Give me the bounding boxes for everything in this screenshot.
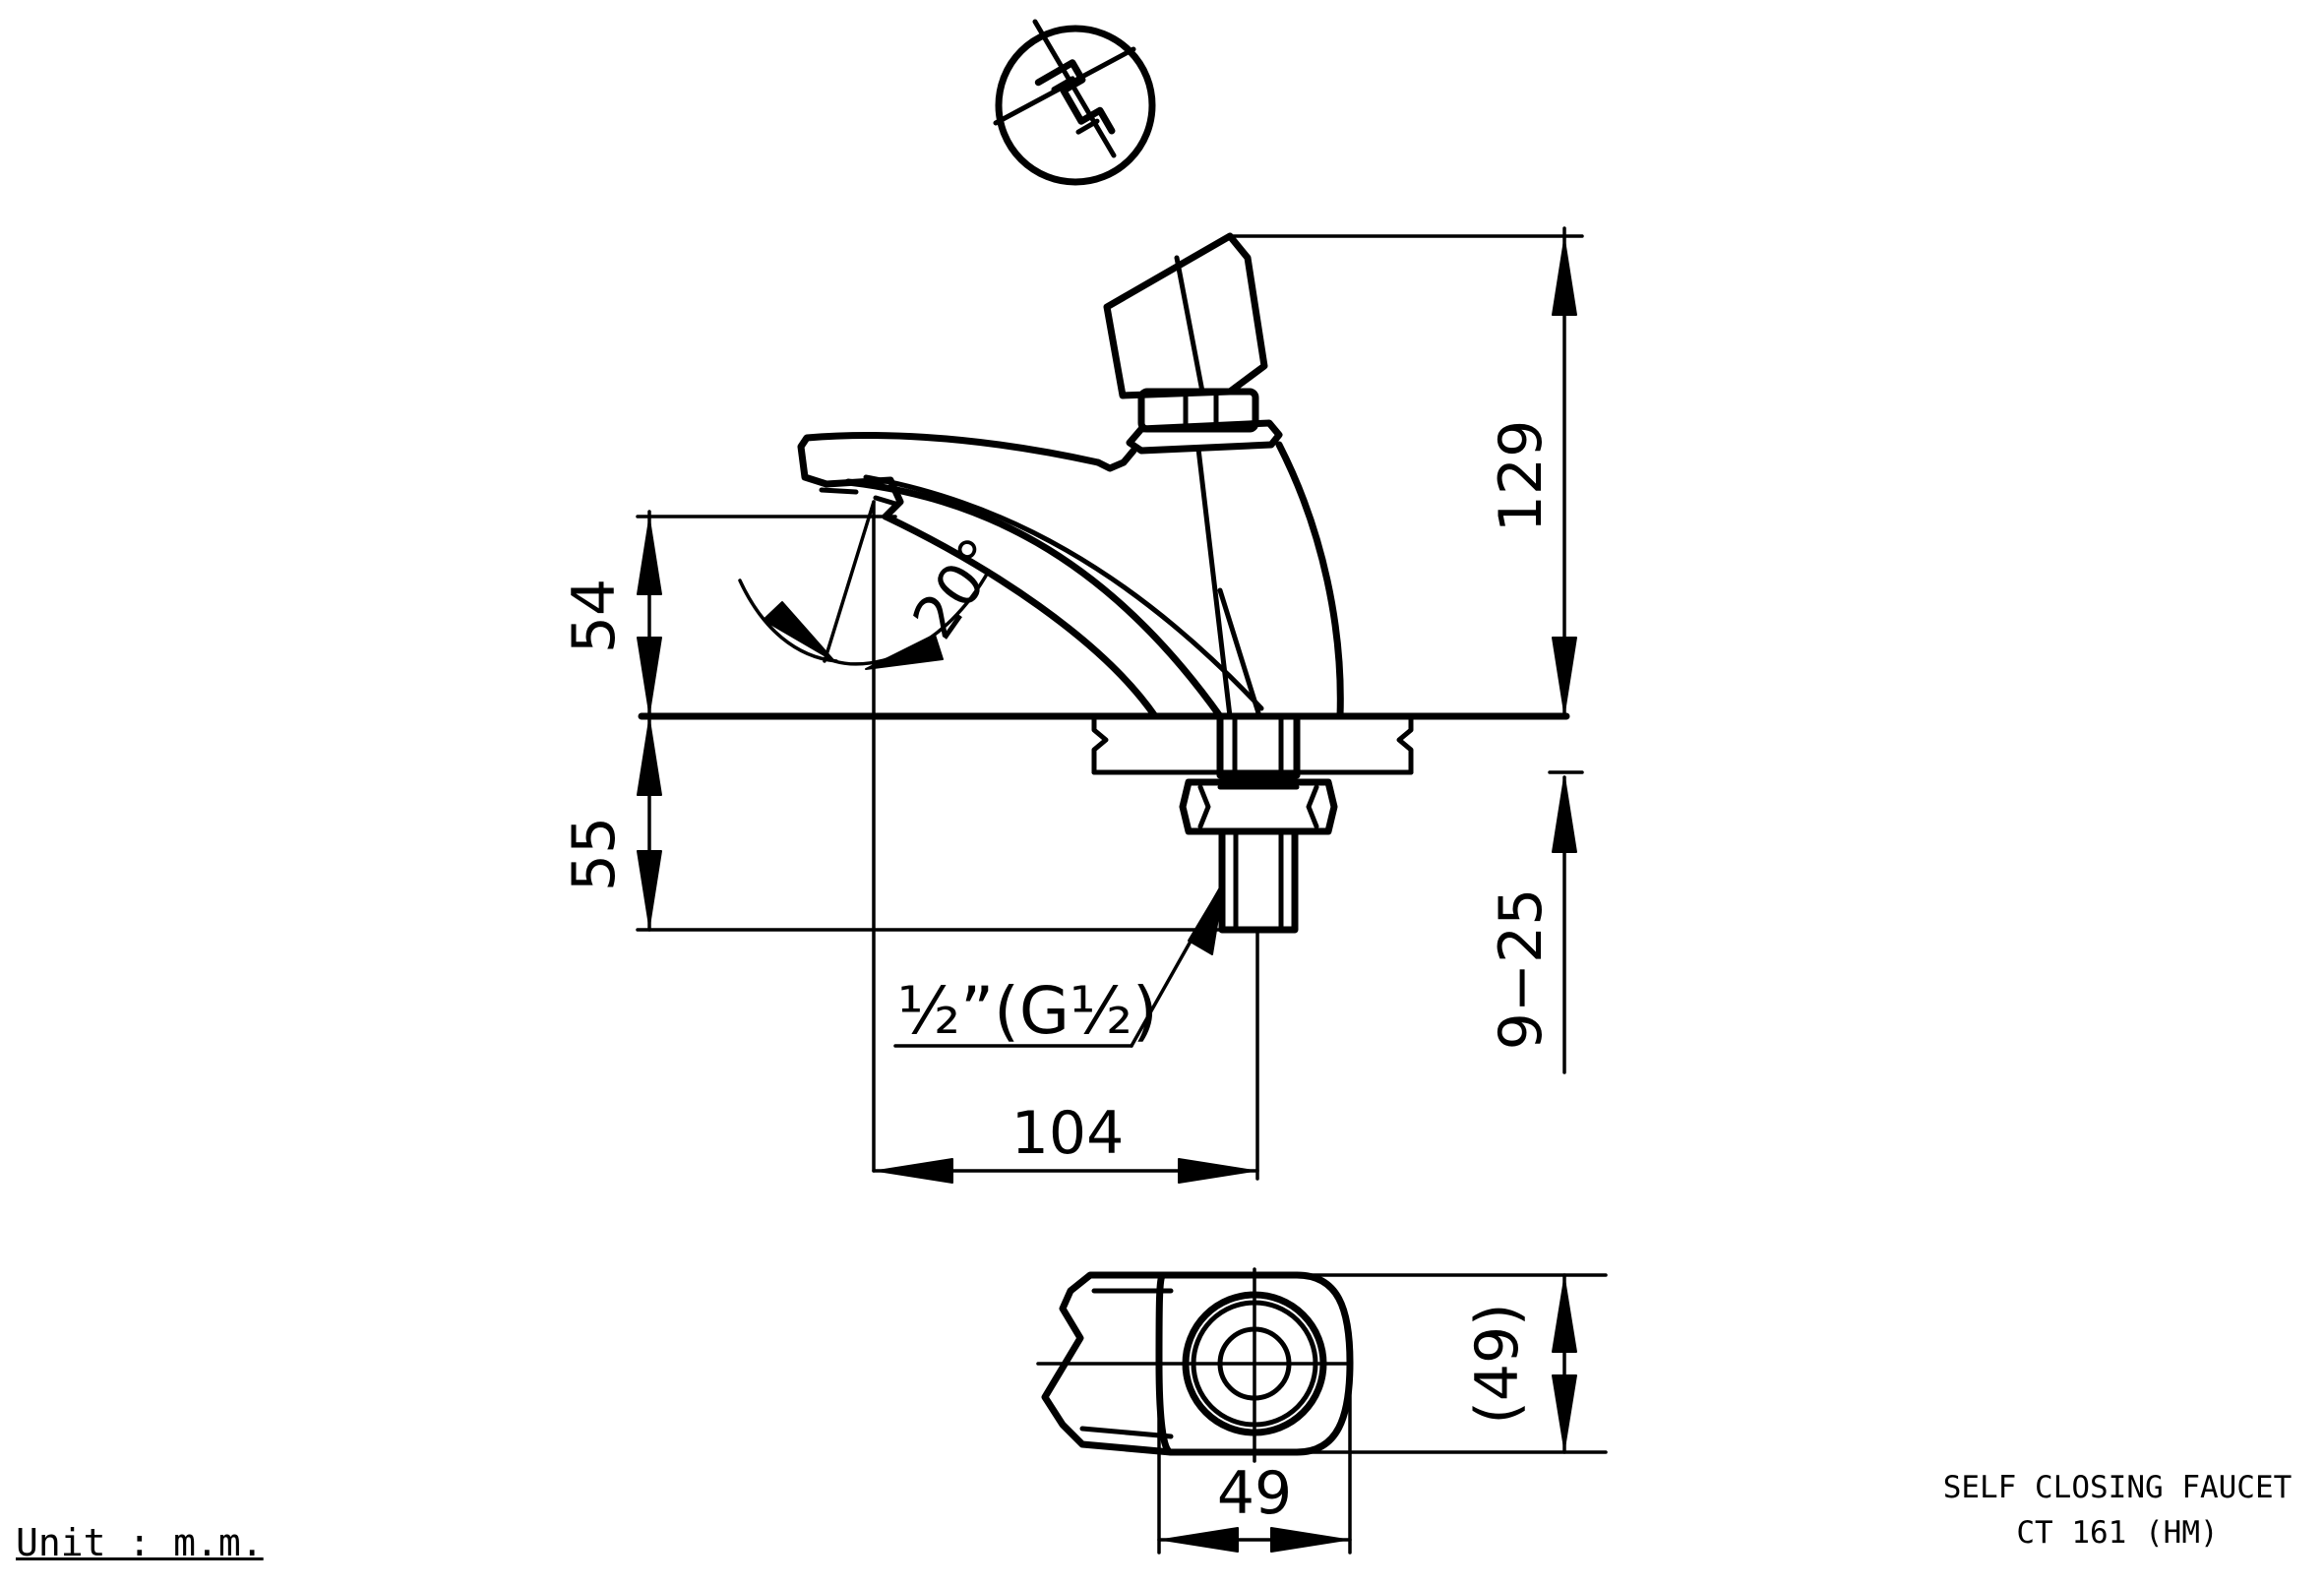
dimension-base-depth: (49)	[1297, 1273, 1608, 1454]
dimension-label-49-depth: (49)	[1463, 1303, 1532, 1424]
thread-label: ½”(G½)	[897, 973, 1158, 1049]
dimension-below-deck: 55	[560, 718, 1281, 932]
dimension-label-129: 129	[1487, 420, 1556, 533]
angle-label-20-deg: 20°	[899, 526, 1015, 651]
unit-note: Unit : m.m.	[16, 1521, 264, 1564]
thread-callout: ½”(G½)	[893, 881, 1225, 1049]
dimension-base-width: 49	[1157, 1375, 1352, 1555]
dimension-swivel-angle: 20°	[738, 500, 1016, 1173]
dimension-label-49-width: 49	[1217, 1459, 1292, 1528]
threaded-shank-and-nut	[1179, 712, 1338, 934]
dimension-label-54: 54	[560, 579, 629, 653]
dimension-deck-thickness: 9−25	[1487, 770, 1584, 1074]
dimension-label-9-25: 9−25	[1487, 888, 1556, 1051]
dimension-reach: 104	[872, 928, 1259, 1184]
dimension-spout-height: 54	[560, 510, 897, 718]
model-number: CT 161 (HM)	[2016, 1515, 2219, 1551]
dimension-label-104: 104	[1011, 1099, 1125, 1168]
drawing-title: SELF CLOSING FAUCET	[1942, 1470, 2293, 1505]
push-button-handle	[1103, 232, 1283, 455]
handle-top-view-symbol	[993, 19, 1156, 186]
dimension-label-55: 55	[560, 817, 629, 891]
base-plan-view	[1036, 1267, 1354, 1463]
faucet-body-spout	[797, 432, 1344, 720]
dimension-total-height: 129	[1228, 226, 1584, 718]
mounting-deck	[638, 712, 1570, 775]
